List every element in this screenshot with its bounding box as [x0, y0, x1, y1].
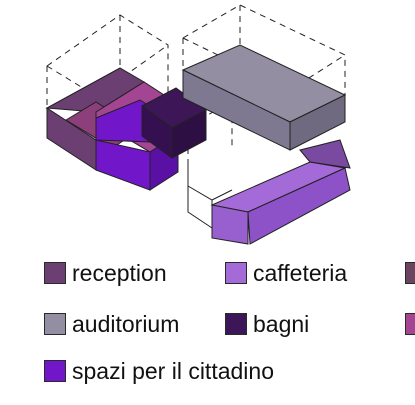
legend-label-bagni: bagni	[253, 311, 310, 337]
legend-item-spazi: spazi per il cittadino	[44, 357, 274, 385]
legend-swatch-caffeteria	[225, 262, 247, 284]
caffeteria-upper	[299, 139, 351, 169]
legend-item-extra1	[405, 259, 415, 287]
legend-item-reception: reception	[44, 259, 167, 287]
legend-item-auditorium: auditorium	[44, 310, 179, 338]
legend-swatch-extra2	[405, 313, 415, 335]
white-outline-blocks	[187, 160, 233, 238]
left-building-block	[45, 67, 207, 191]
auditorium-side	[289, 94, 346, 151]
legend-swatch-reception	[44, 262, 66, 284]
legend-swatch-bagni	[225, 313, 247, 335]
legend-swatch-spazi	[44, 360, 66, 382]
legend-item-caffeteria: caffeteria	[225, 259, 347, 287]
caffeteria-front	[211, 204, 249, 245]
bagni-front	[141, 105, 173, 159]
legend-item-extra2	[405, 310, 415, 338]
axonometric-diagram	[45, 4, 351, 245]
legend-swatch-auditorium	[44, 313, 66, 335]
legend-item-bagni: bagni	[225, 310, 309, 338]
legend-swatch-extra1	[405, 262, 415, 284]
caffeteria-block	[210, 139, 351, 245]
caffeteria-side	[247, 167, 351, 245]
auditorium-block	[181, 44, 347, 151]
legend-label-spazi: spazi per il cittadino	[72, 358, 274, 384]
legend-label-reception: reception	[72, 260, 167, 286]
legend-label-caffeteria: caffeteria	[253, 260, 348, 286]
legend-label-auditorium: auditorium	[72, 311, 180, 337]
